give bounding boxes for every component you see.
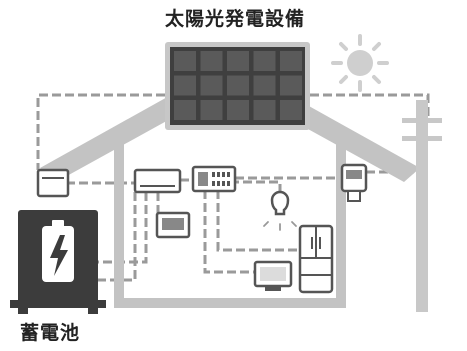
solar-cell [174, 75, 196, 96]
solar-cell [280, 51, 302, 71]
television-icon [253, 260, 293, 291]
wire-board-to-tv [203, 190, 255, 274]
solar-cell [174, 51, 196, 71]
solar-cell [280, 75, 302, 96]
light-bulb-icon [263, 190, 297, 231]
monitor-display [155, 211, 191, 239]
solar-cell [200, 100, 223, 120]
solar-cell [280, 100, 302, 120]
connection-box [36, 168, 70, 198]
lightning-icon [50, 235, 68, 276]
power-conditioner [133, 168, 182, 194]
solar-cell [174, 100, 196, 120]
solar-cell [253, 51, 276, 71]
wire-panel-to-converter [36, 93, 165, 170]
solar-label: 太陽光発電設備 [164, 8, 305, 30]
wire-battery-to-pcs [97, 192, 137, 282]
solar-cell [227, 75, 249, 96]
battery-label: 蓄電池 [20, 322, 81, 344]
solar-cell [253, 75, 276, 96]
battery-unit [10, 210, 106, 314]
wire-pcs-to-battery [97, 192, 148, 264]
wire-panel-to-pole [310, 93, 430, 120]
distribution-board [191, 165, 237, 193]
wire-board-to-fridge [216, 190, 300, 252]
solar-cell [200, 75, 223, 96]
house-wall-right [336, 140, 346, 308]
solar-cell [200, 51, 223, 71]
power-meter [340, 163, 368, 202]
solar-panel-cells [174, 51, 302, 120]
utility-pole [402, 100, 442, 312]
house-floor [114, 298, 346, 308]
refrigerator-icon [298, 224, 334, 294]
sun-icon [331, 34, 389, 92]
wire-board-to-bulb [230, 180, 282, 196]
solar-cell [227, 51, 249, 71]
solar-cell [227, 100, 249, 120]
house-wall-left [114, 140, 124, 308]
solar-cell [253, 100, 276, 120]
